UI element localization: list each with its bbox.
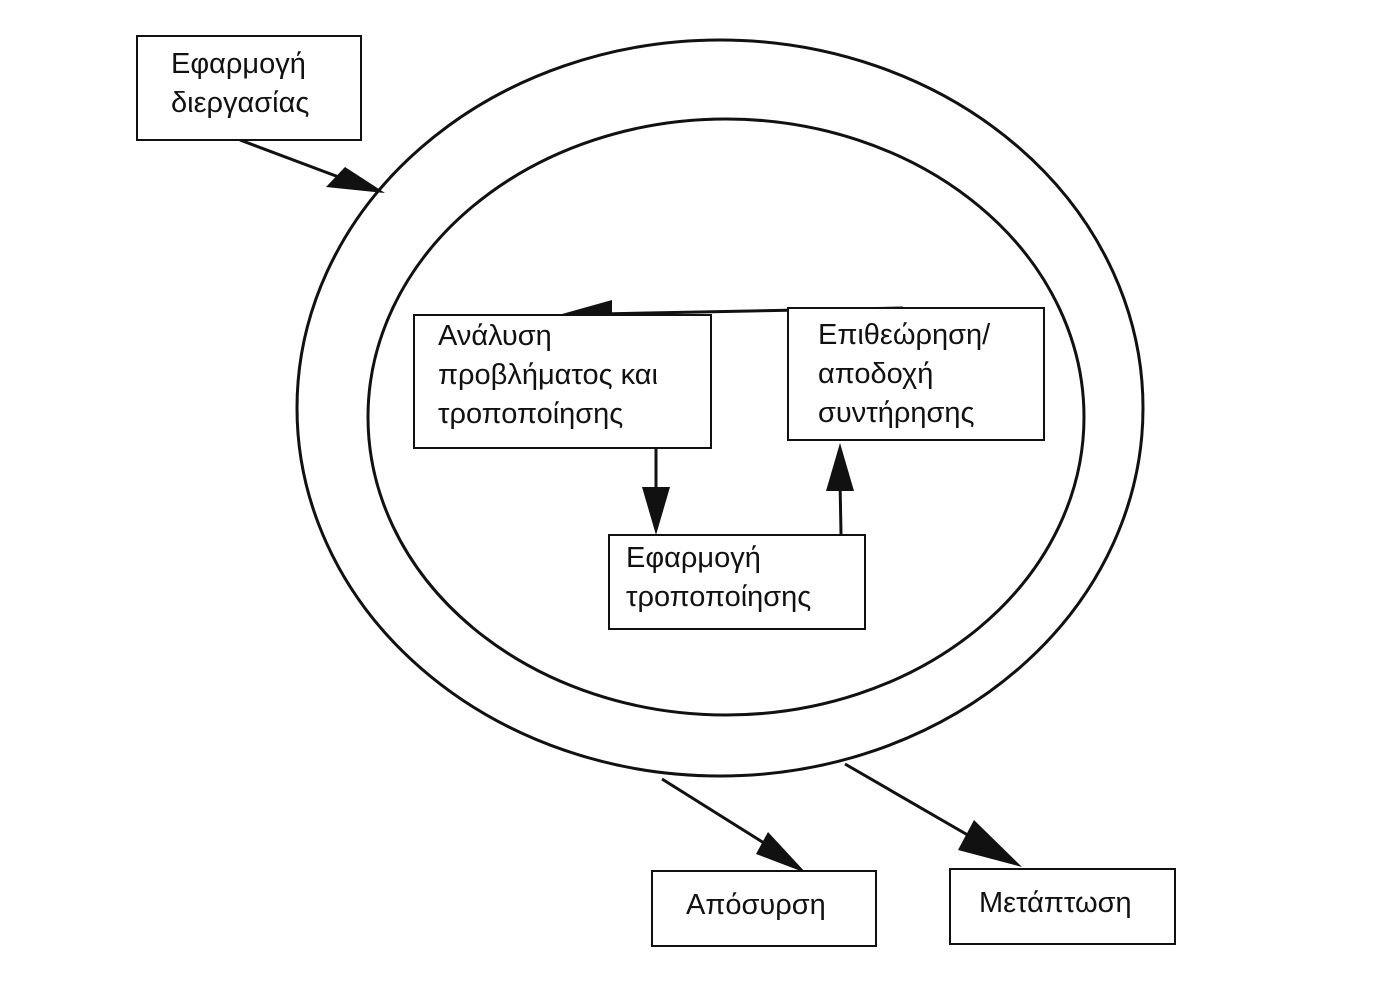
arrow-analysis-to-apply-change — [642, 449, 670, 535]
node-review-line-3: συντήρησης — [818, 397, 975, 429]
node-apply-change-line-1: Εφαρμογή — [626, 542, 761, 574]
node-problem-analysis: Ανάλυση προβλήματος και τροποποίησης — [413, 314, 712, 449]
node-apply-process: Εφαρμογή διεργασίας — [136, 35, 362, 141]
node-apply-process-line-2: διεργασίας — [171, 87, 310, 119]
arrow-apply-process-to-cycle — [239, 138, 385, 193]
node-migration: Μετάπτωση — [949, 868, 1176, 945]
node-problem-analysis-line-1: Ανάλυση — [438, 320, 552, 352]
node-review-line-2: αποδοχή — [818, 358, 934, 390]
arrow-apply-change-to-review — [826, 443, 854, 535]
inner-cycle-ring — [366, 117, 1086, 717]
node-review-line-1: Επιθεώρηση/ — [818, 319, 991, 351]
node-problem-analysis-line-3: τροποποίησης — [438, 398, 624, 430]
node-review: Επιθεώρηση/ αποδοχή συντήρησης — [787, 307, 1045, 441]
node-retirement-label: Απόσυρση — [686, 889, 826, 921]
outer-cycle-ring — [295, 38, 1145, 778]
arrow-cycle-to-migration — [844, 762, 1022, 867]
node-migration-label: Μετάπτωση — [979, 887, 1132, 919]
node-retirement: Απόσυρση — [651, 870, 877, 947]
node-apply-change: Εφαρμογή τροποποίησης — [608, 534, 866, 630]
arrow-cycle-to-retirement — [661, 777, 806, 873]
node-problem-analysis-line-2: προβλήματος και — [438, 359, 658, 391]
node-apply-change-line-2: τροποποίησης — [626, 581, 812, 613]
node-apply-process-line-1: Εφαρμογή — [171, 48, 306, 80]
